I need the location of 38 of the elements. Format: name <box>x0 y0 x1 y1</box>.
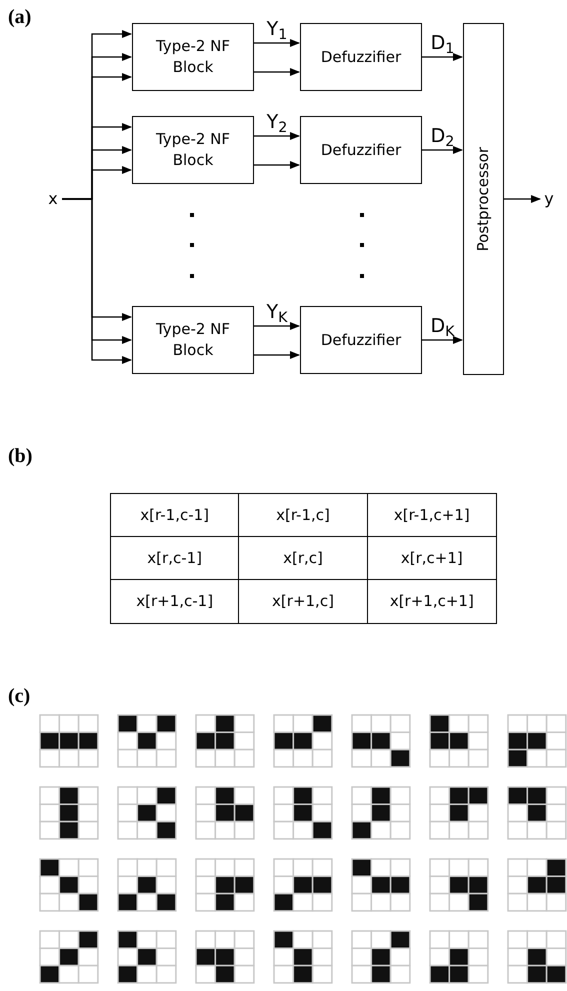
table-cell: x[r+1,c] <box>239 580 368 623</box>
arrow <box>254 132 300 140</box>
arrow <box>422 53 463 61</box>
process-box: Defuzzifier <box>300 116 422 184</box>
table-cell: x[r-1,c+1] <box>368 494 496 537</box>
arrow <box>254 39 300 47</box>
edge-label: Y$_{1}$ <box>266 19 288 39</box>
arrow <box>422 146 463 154</box>
edge-label: D$_{2}$ <box>430 126 456 146</box>
process-box: Type-2 NF Block <box>132 23 254 91</box>
table-cell-text: x[r+1,c+1] <box>388 591 475 612</box>
arrow <box>254 161 300 169</box>
table-cell: x[r-1,c-1] <box>111 494 240 537</box>
panel-label: (b) <box>8 444 32 469</box>
table-cell: x[r,c] <box>239 537 368 580</box>
panel-label: (c) <box>8 684 30 709</box>
table-cell: x[r-1,c] <box>239 494 368 537</box>
arrow <box>254 351 300 359</box>
signal-label: x <box>44 189 62 209</box>
table-cell: x[r,c+1] <box>368 537 496 580</box>
arrow <box>504 195 541 203</box>
process-box <box>463 23 504 375</box>
box-label: Postprocessor <box>473 146 494 252</box>
edge-label: Y$_{2}$ <box>266 112 288 132</box>
edge-label: D$_{1}$ <box>430 33 456 53</box>
arrow <box>254 68 300 76</box>
edge-label: D$_{K}$ <box>430 316 456 336</box>
process-box: Type-2 NF Block <box>132 116 254 184</box>
arrow <box>422 336 463 344</box>
process-box: Defuzzifier <box>300 306 422 374</box>
table-cell: x[r+1,c-1] <box>111 580 240 623</box>
process-box: Defuzzifier <box>300 23 422 91</box>
arrow <box>254 322 300 330</box>
signal-label: y <box>541 189 557 209</box>
table-cell: x[r,c-1] <box>111 537 240 580</box>
edge-label: Y$_{K}$ <box>266 302 288 322</box>
panel-label: (a) <box>8 5 32 30</box>
process-box: Type-2 NF Block <box>132 306 254 374</box>
